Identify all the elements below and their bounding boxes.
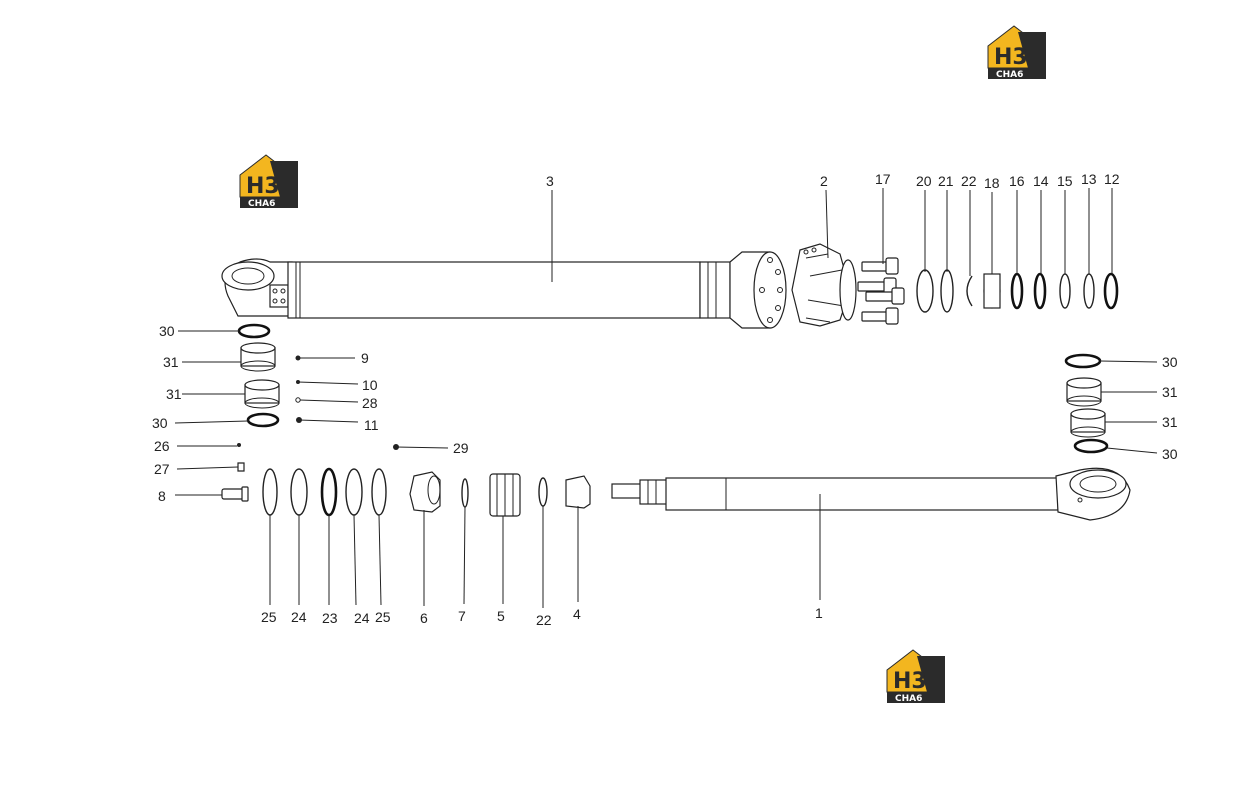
callout-17: 17 [875, 171, 891, 187]
upper-seal-set [916, 269, 1119, 313]
callout-14: 14 [1033, 173, 1049, 189]
leader-lines [174, 188, 1158, 608]
right-bushing-set [1064, 353, 1109, 454]
cylinder-barrel [221, 251, 787, 329]
callout-30: 30 [159, 323, 175, 339]
callout-23: 23 [322, 610, 338, 626]
callout-12: 12 [1104, 171, 1120, 187]
callout-31: 31 [1162, 384, 1178, 400]
callout-24: 24 [291, 609, 307, 625]
logo-bottom: H3 CHA6 [886, 649, 945, 704]
callout-24: 24 [354, 610, 370, 626]
logo-sub: CHA6 [895, 694, 922, 704]
cylinder-head [791, 243, 857, 327]
logo-left: H3 CHA6 [239, 154, 298, 209]
logo-sub: CHA6 [248, 199, 275, 209]
callout-9: 9 [361, 350, 369, 366]
callout-22: 22 [961, 173, 977, 189]
bolts [857, 257, 905, 325]
callout-22: 22 [536, 612, 552, 628]
callout-labels: 3 2 17 20 21 22 18 16 14 15 13 12 30 31 … [152, 171, 1178, 628]
callout-10: 10 [362, 377, 378, 393]
callout-6: 6 [420, 610, 428, 626]
lower-seal-row [262, 467, 591, 517]
logo-sub: CHA6 [996, 70, 1023, 80]
logo-letters: H3 [994, 45, 1028, 70]
callout-25: 25 [375, 609, 391, 625]
callout-30: 30 [152, 415, 168, 431]
callout-16: 16 [1009, 173, 1025, 189]
callout-18: 18 [984, 175, 1000, 191]
callout-25: 25 [261, 609, 277, 625]
callout-29: 29 [453, 440, 469, 456]
callout-13: 13 [1081, 171, 1097, 187]
callout-7: 7 [458, 608, 466, 624]
callout-21: 21 [938, 173, 954, 189]
callout-31: 31 [1162, 414, 1178, 430]
callout-28: 28 [362, 395, 378, 411]
callout-2: 2 [820, 173, 828, 189]
callout-15: 15 [1057, 173, 1073, 189]
logo-letters: H3 [893, 669, 927, 694]
logo-letters: H3 [246, 174, 280, 199]
callout-11: 11 [364, 417, 379, 433]
callout-26: 26 [154, 438, 170, 454]
callout-8: 8 [158, 488, 166, 504]
callout-30: 30 [1162, 354, 1178, 370]
piston-rod [611, 467, 1131, 521]
callout-1: 1 [815, 605, 823, 621]
callout-27: 27 [154, 461, 170, 477]
callout-4: 4 [573, 606, 581, 622]
callout-31: 31 [166, 386, 182, 402]
callout-5: 5 [497, 608, 505, 624]
callout-30: 30 [1162, 446, 1178, 462]
logo-top-right: H3 CHA6 [987, 25, 1046, 80]
callout-3: 3 [546, 173, 554, 189]
callout-20: 20 [916, 173, 932, 189]
callout-31: 31 [163, 354, 179, 370]
left-bushing-set [237, 323, 280, 428]
